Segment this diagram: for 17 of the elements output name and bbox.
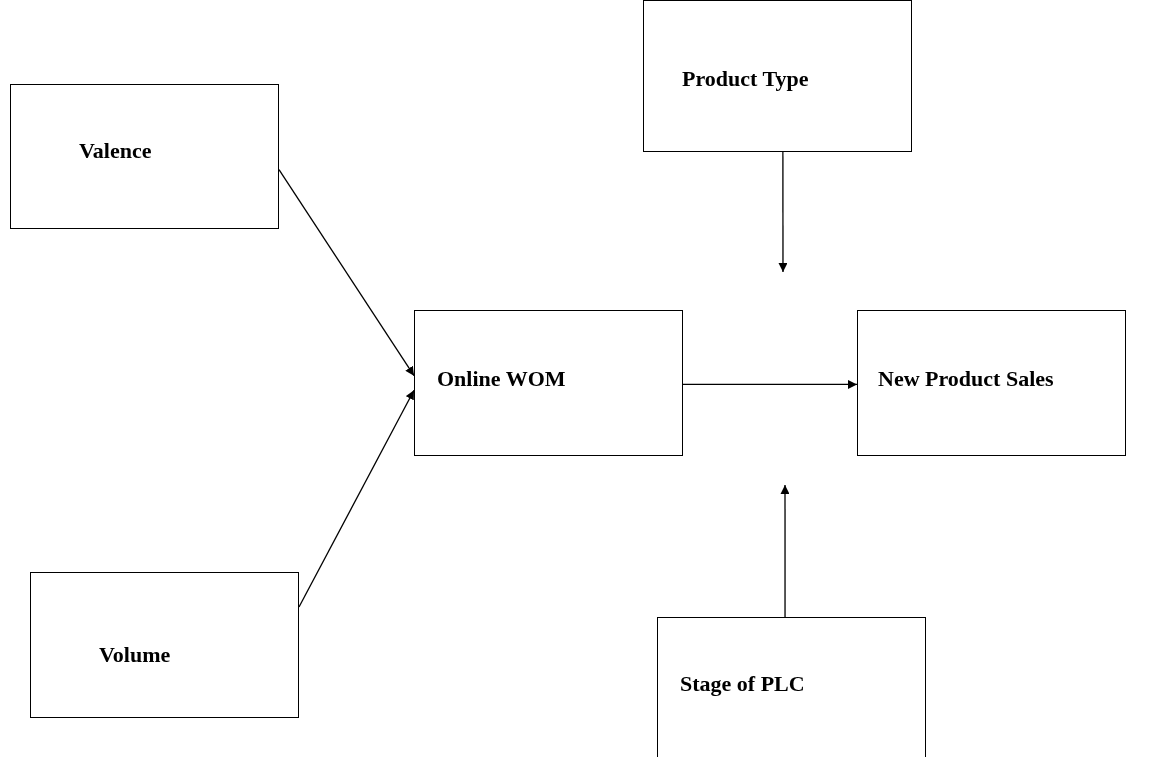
box-label: Volume	[99, 641, 171, 669]
variable-box	[10, 84, 279, 229]
variable-box	[414, 310, 683, 456]
arrow	[278, 168, 415, 377]
box-label: Online WOM	[437, 365, 566, 393]
variable-box	[643, 0, 912, 152]
variable-box	[857, 310, 1126, 456]
box-label: Valence	[79, 137, 152, 165]
box-label: Product Type	[682, 65, 809, 93]
arrow	[298, 389, 415, 608]
arrow	[682, 379, 858, 389]
box-label: New Product Sales	[878, 365, 1054, 393]
arrow	[778, 151, 788, 273]
variable-box	[30, 572, 299, 718]
arrow	[780, 484, 790, 618]
box-label: Stage of PLC	[680, 670, 805, 698]
variable-box	[657, 617, 926, 757]
